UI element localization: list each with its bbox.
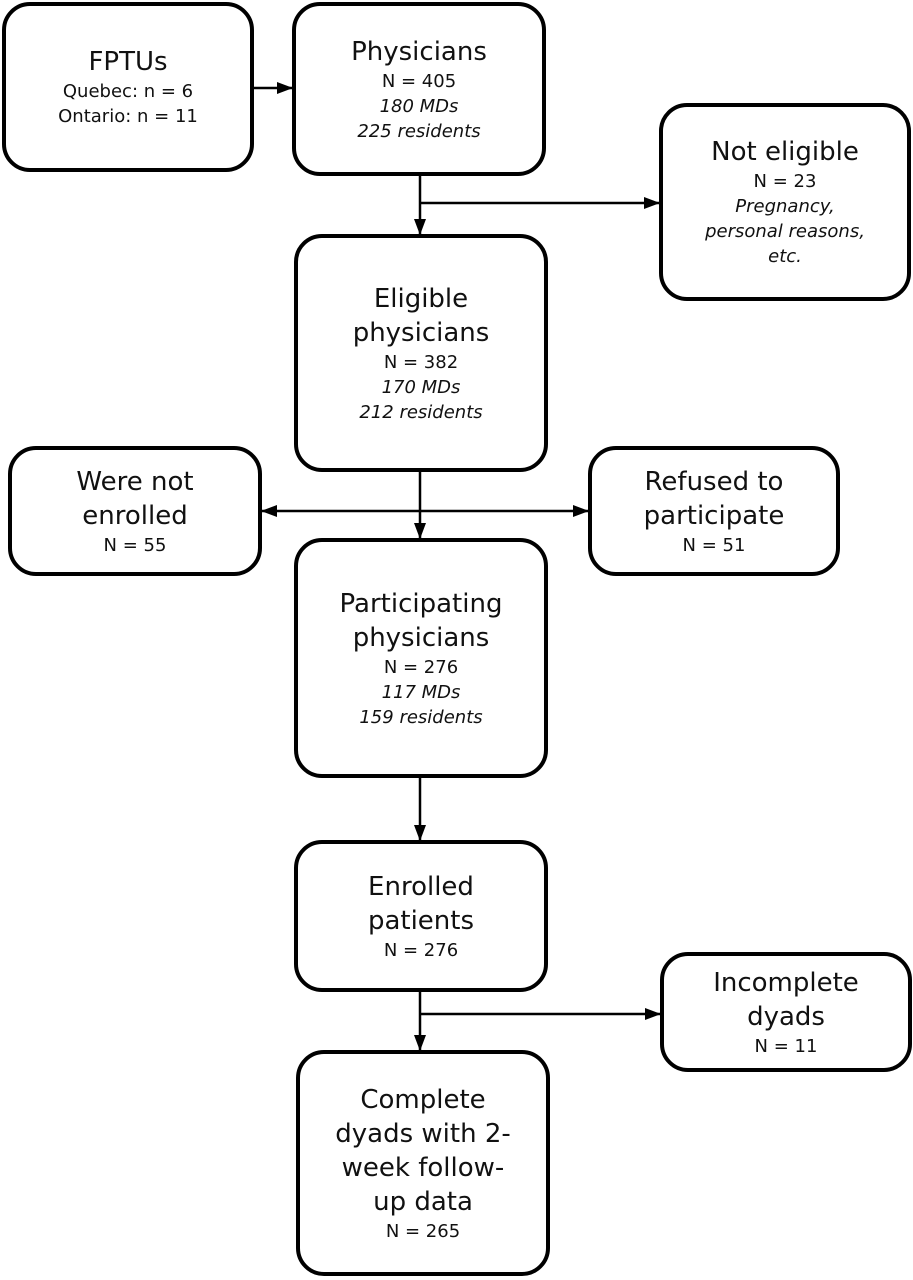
not-eligible-n: N = 23 — [753, 171, 817, 192]
box-physicians: Physicians N = 405 180 MDs 225 residents — [292, 2, 546, 176]
not-eligible-reason-3: etc. — [768, 246, 802, 267]
fptus-title: FPTUs — [88, 47, 168, 77]
incomplete-title-1: Incomplete — [713, 967, 859, 998]
box-not-eligible: Not eligible N = 23 Pregnancy, personal … — [659, 103, 911, 301]
not-enrolled-n: N = 55 — [103, 534, 167, 556]
participating-title-2: physicians — [352, 622, 490, 653]
eligible-title-1: Eligible — [373, 283, 469, 314]
physicians-mds: 180 MDs — [379, 95, 459, 117]
physicians-n: N = 405 — [381, 70, 457, 92]
not-eligible-title: Not eligible — [711, 137, 859, 167]
enrolled-title-1: Enrolled — [368, 871, 474, 902]
incomplete-n: N = 11 — [754, 1035, 818, 1057]
refused-title-1: Refused to — [644, 466, 784, 497]
refused-n: N = 51 — [682, 534, 746, 556]
incomplete-title-2: dyads — [747, 1001, 825, 1032]
eligible-title-2: physicians — [352, 317, 490, 348]
box-participating-physicians: Participating physicians N = 276 117 MDs… — [294, 538, 548, 778]
box-enrolled-patients: Enrolled patients N = 276 — [294, 840, 548, 992]
box-complete-dyads: Complete dyads with 2- week follow- up d… — [296, 1050, 550, 1276]
box-eligible-physicians: Eligible physicians N = 382 170 MDs 212 … — [294, 234, 548, 472]
eligible-n: N = 382 — [383, 351, 459, 373]
refused-title-2: participate — [643, 500, 785, 531]
box-refused: Refused to participate N = 51 — [588, 446, 840, 576]
not-eligible-reason-2: personal reasons, — [705, 221, 865, 242]
complete-title-4: up data — [373, 1186, 473, 1217]
box-incomplete-dyads: Incomplete dyads N = 11 — [660, 952, 912, 1072]
participating-residents: 159 residents — [359, 706, 483, 728]
physicians-title: Physicians — [351, 36, 487, 67]
complete-title-1: Complete — [360, 1084, 486, 1115]
participating-n: N = 276 — [383, 656, 459, 678]
participating-mds: 117 MDs — [381, 681, 461, 703]
complete-n: N = 265 — [385, 1220, 461, 1242]
physicians-residents: 225 residents — [357, 120, 481, 142]
eligible-mds: 170 MDs — [381, 376, 461, 398]
enrolled-title-2: patients — [367, 905, 475, 936]
not-enrolled-title-1: Were not — [76, 466, 194, 497]
enrolled-n: N = 276 — [383, 939, 459, 961]
complete-title-2: dyads with 2- — [335, 1118, 511, 1149]
participating-title-1: Participating — [339, 588, 503, 619]
eligible-residents: 212 residents — [359, 401, 483, 423]
box-not-enrolled: Were not enrolled N = 55 — [8, 446, 262, 576]
box-fptus: FPTUs Quebec: n = 6 Ontario: n = 11 — [2, 2, 254, 172]
fptus-quebec: Quebec: n = 6 — [62, 81, 194, 102]
complete-title-3: week follow- — [341, 1152, 505, 1183]
not-eligible-reason-1: Pregnancy, — [735, 196, 835, 217]
fptus-ontario: Ontario: n = 11 — [58, 106, 198, 127]
not-enrolled-title-2: enrolled — [82, 500, 188, 531]
